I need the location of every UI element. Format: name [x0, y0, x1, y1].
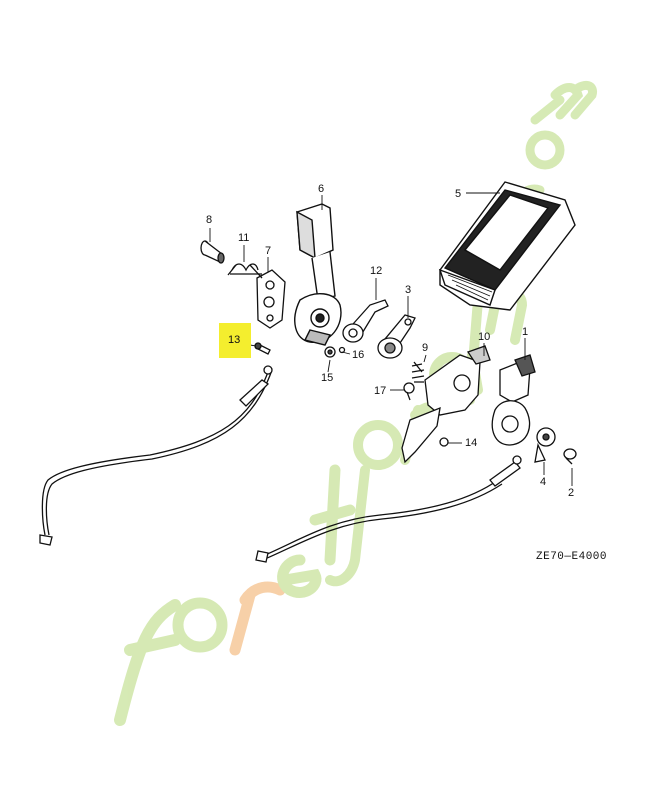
- callout-15: 15: [321, 372, 334, 384]
- part-13-screw: [254, 342, 271, 355]
- part-6-lever: [294, 203, 342, 346]
- part-2-screw: [563, 448, 577, 465]
- callout-16: 16: [352, 349, 365, 361]
- part-8-bolt: [200, 240, 225, 264]
- callout-7: 7: [265, 245, 272, 257]
- callout-13: 13: [228, 334, 241, 346]
- callout-11: 11: [238, 232, 250, 244]
- part-15-16-nuts: [324, 346, 346, 358]
- callout-3: 3: [405, 284, 412, 296]
- part-3-plate: [377, 314, 416, 359]
- diagram-code: ZE70—E4000: [536, 551, 608, 563]
- part-7-plate: [256, 269, 286, 329]
- highlight-callout-13[interactable]: 13: [219, 323, 251, 358]
- callout-5: 5: [455, 188, 462, 200]
- part-5-cover: [438, 181, 576, 311]
- part-1-lever-body: [491, 354, 536, 446]
- part-4-knob: [534, 427, 556, 463]
- callout-2: 2: [568, 487, 575, 499]
- cable-right: [255, 455, 522, 563]
- callout-10: 10: [478, 331, 491, 343]
- leader-lines: [209, 192, 573, 486]
- callout-8: 8: [206, 214, 213, 226]
- callout-1: 1: [522, 326, 529, 338]
- part-12-arm: [342, 299, 389, 343]
- callout-12: 12: [370, 265, 383, 277]
- part-14-screw: [439, 437, 449, 447]
- callout-4: 4: [540, 476, 547, 488]
- part-17-bolt: [403, 382, 415, 401]
- callout-6: 6: [318, 183, 325, 195]
- callout-9: 9: [422, 342, 429, 354]
- cable-left: [39, 365, 273, 546]
- callout-17: 17: [374, 385, 387, 397]
- part-9-spring: [411, 361, 425, 383]
- callout-14: 14: [465, 437, 478, 449]
- part-11-spring: [227, 263, 263, 279]
- watermark-logo: [114, 80, 597, 726]
- part-10-bracket: [401, 345, 491, 464]
